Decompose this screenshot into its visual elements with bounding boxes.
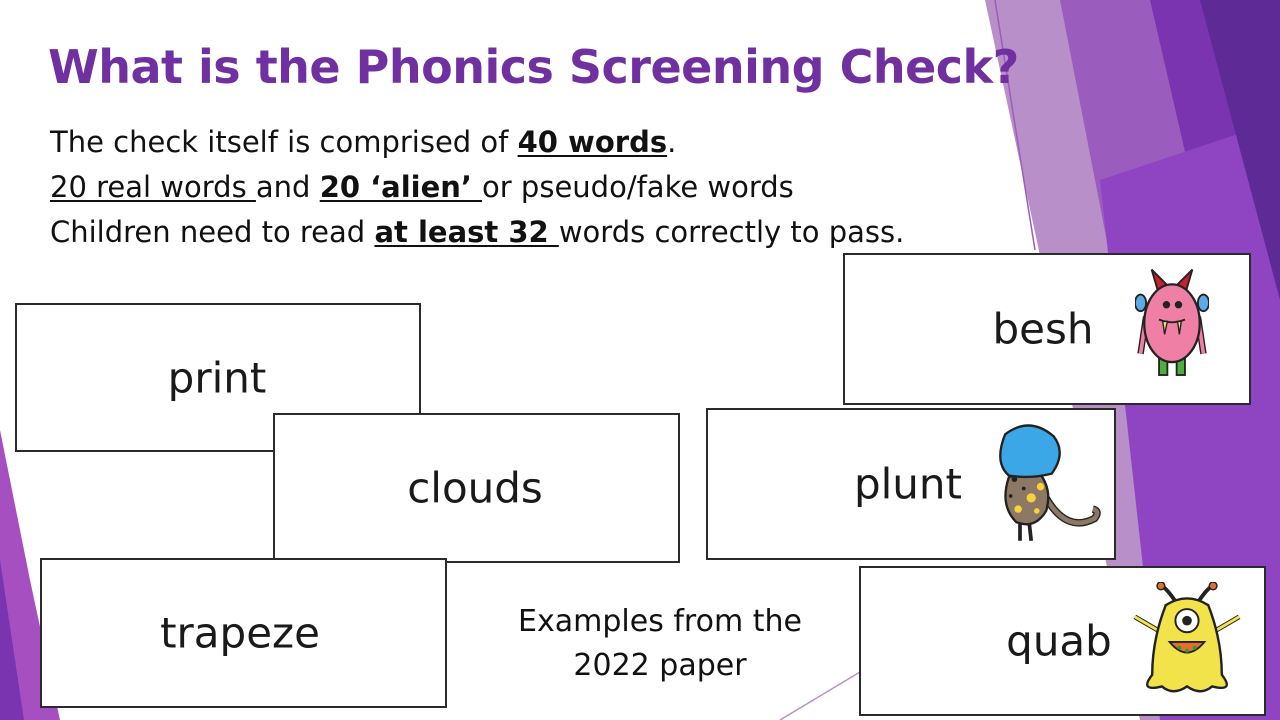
check-description: The check itself is comprised of 40 word… — [50, 120, 904, 255]
card-word: besh — [992, 304, 1094, 354]
alien-words-emphasis: 20 ‘alien’ — [319, 170, 483, 204]
examples-caption: Examples from the 2022 paper — [500, 600, 820, 688]
alien-word-card-besh: besh — [843, 253, 1251, 405]
blue-haired-spotted-monster-icon — [999, 424, 1101, 542]
pass-mark-emphasis: at least 32 — [374, 215, 559, 249]
card-word: clouds — [407, 463, 543, 513]
forty-words-emphasis: 40 words — [517, 125, 668, 159]
description-line-1: The check itself is comprised of 40 word… — [50, 120, 904, 165]
line-1-text: The check itself is comprised of — [50, 125, 518, 159]
real-words-emphasis: 20 real words — [50, 170, 256, 204]
card-word: quab — [1006, 616, 1112, 666]
description-line-2: 20 real words and 20 ‘alien’ or pseudo/f… — [50, 165, 904, 210]
line-2-end: or pseudo/fake words — [482, 170, 794, 204]
line-1-end: . — [667, 125, 677, 159]
yellow-one-eyed-monster-icon — [1133, 582, 1241, 693]
card-word: trapeze — [160, 608, 320, 658]
alien-word-card-quab: quab — [859, 566, 1266, 716]
line-3-end: words correctly to pass. — [558, 215, 905, 249]
slide-title: What is the Phonics Screening Check? — [48, 40, 1019, 94]
line-3-text: Children need to read — [50, 215, 375, 249]
card-word: print — [167, 353, 267, 402]
alien-word-card-plunt: plunt — [706, 408, 1116, 560]
caption-line-1: Examples from the — [518, 604, 802, 639]
pink-horned-monster-icon — [1135, 268, 1209, 376]
word-card-clouds: clouds — [273, 413, 680, 563]
description-line-3: Children need to read at least 32 words … — [50, 210, 904, 255]
caption-line-2: 2022 paper — [573, 648, 747, 683]
card-word: plunt — [853, 459, 963, 509]
word-card-trapeze: trapeze — [40, 558, 447, 708]
line-2-text: and — [255, 170, 320, 204]
